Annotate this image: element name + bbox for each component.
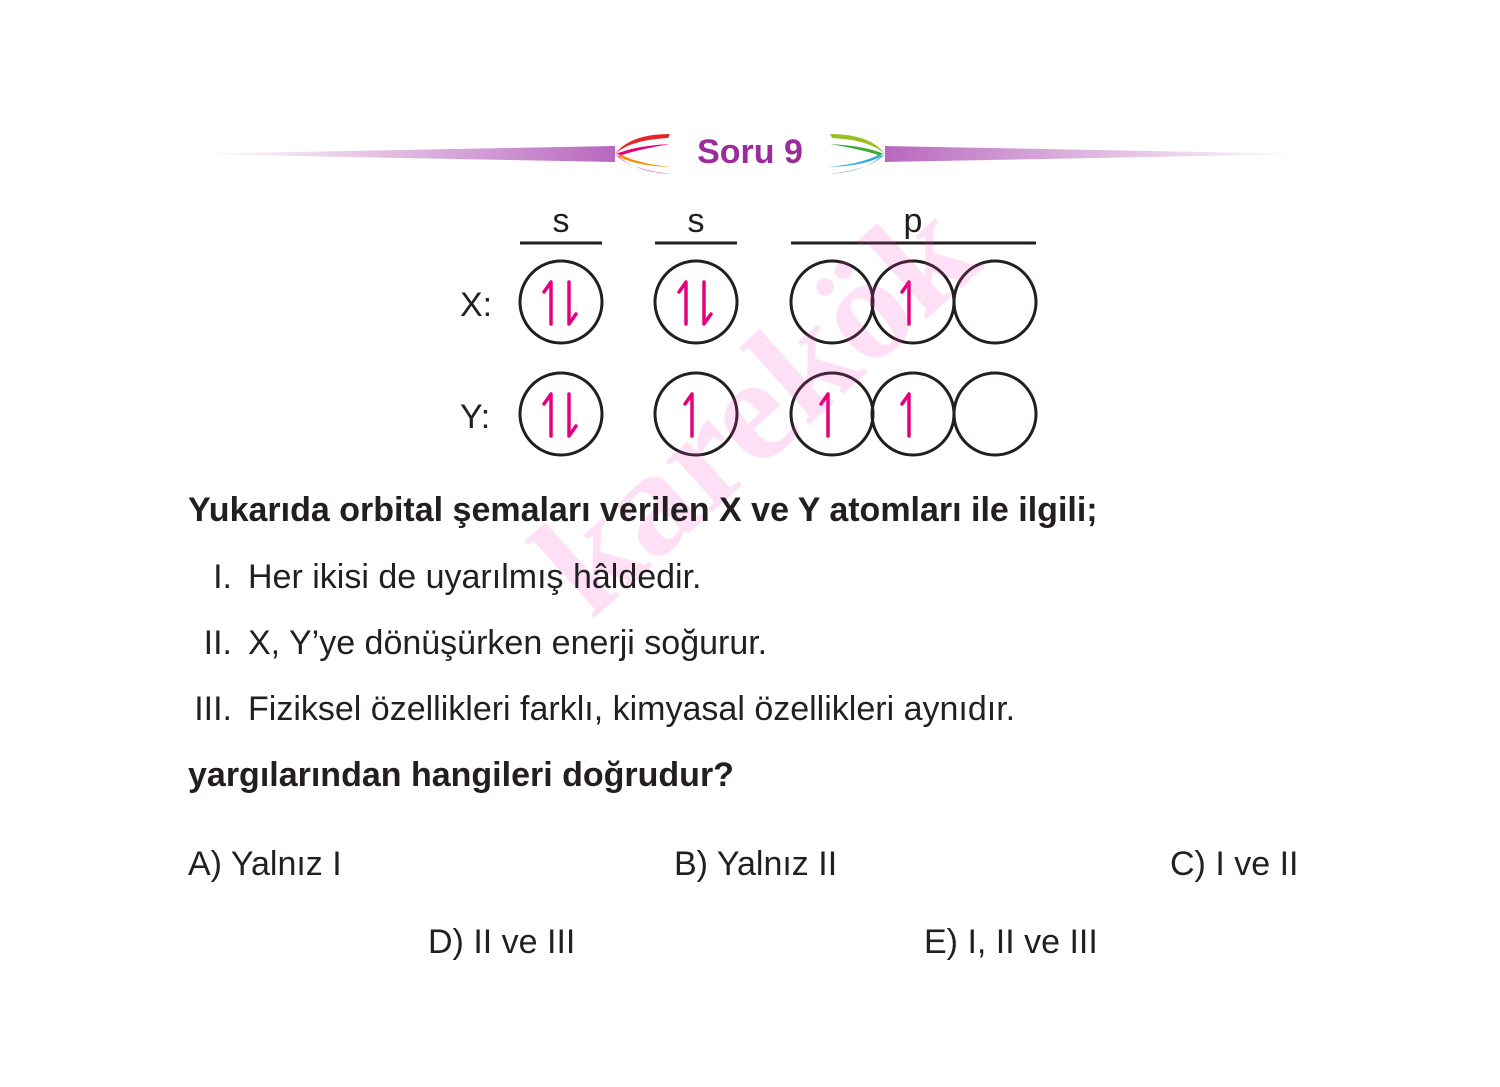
header-band — [190, 134, 1310, 174]
orbital-box — [518, 371, 604, 457]
item-text: Fiziksel özellikleri farklı, kimyasal öz… — [248, 690, 1016, 728]
spin-down-arrow-icon — [702, 280, 713, 326]
orbital-box — [653, 259, 739, 345]
left-swoosh-icon — [615, 134, 672, 174]
spin-up-arrow-icon — [900, 392, 911, 438]
row-label-y: Y: — [460, 398, 490, 436]
row-label-x: X: — [460, 286, 492, 324]
item-number: III. — [194, 690, 232, 728]
band-left — [190, 146, 615, 162]
question-stem: Yukarıda orbital şemaları verilen X ve Y… — [188, 491, 1098, 529]
spin-up-arrow-icon — [683, 392, 694, 438]
spin-down-arrow-icon — [567, 280, 578, 326]
item-text: X, Y’ye dönüşürken enerji soğurur. — [248, 624, 768, 662]
spin-down-arrow-icon — [567, 392, 578, 438]
orbital-box — [518, 259, 604, 345]
orbital-box — [952, 259, 1038, 345]
question-closing: yargılarından hangileri doğrudur? — [188, 756, 734, 794]
orbital-box — [653, 371, 739, 457]
spin-up-arrow-icon — [542, 280, 553, 326]
item-text: Her ikisi de uyarılmış hâldedir. — [248, 558, 702, 596]
option-e[interactable]: E) I, II ve III — [924, 923, 1098, 961]
question-title: Soru 9 — [697, 133, 803, 171]
item-number: I. — [213, 558, 232, 596]
orbital-box — [952, 371, 1038, 457]
orbital-diagram: s s p X: Y: — [460, 202, 1038, 457]
option-c[interactable]: C) I ve II — [1170, 845, 1299, 883]
option-b[interactable]: B) Yalnız II — [674, 845, 838, 883]
spin-up-arrow-icon — [819, 392, 830, 438]
column-label-p: p — [904, 202, 923, 240]
column-label-s2: s — [688, 202, 705, 240]
spin-up-arrow-icon — [542, 392, 553, 438]
spin-up-arrow-icon — [900, 280, 911, 326]
item-number: II. — [203, 624, 232, 662]
option-a[interactable]: A) Yalnız I — [188, 845, 342, 883]
column-label-s1: s — [553, 202, 570, 240]
right-swoosh-icon — [828, 134, 885, 174]
band-right — [885, 146, 1310, 162]
option-d[interactable]: D) II ve III — [428, 923, 576, 961]
spin-up-arrow-icon — [677, 280, 688, 326]
